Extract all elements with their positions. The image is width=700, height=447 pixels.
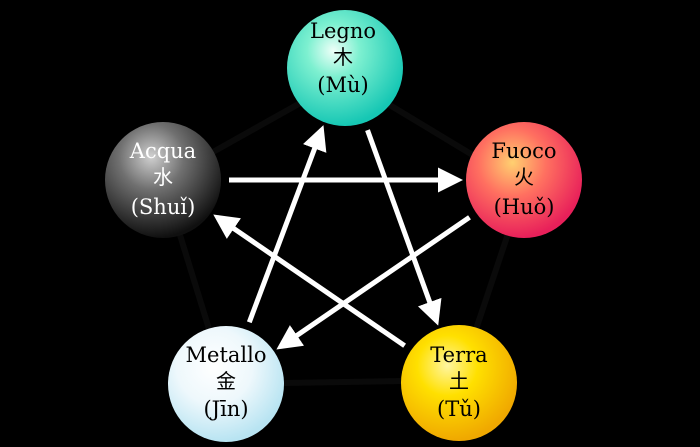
node-hanzi-terra: 土 — [449, 369, 469, 393]
node-name-metallo: Metallo — [186, 343, 267, 367]
nodes-layer: Legno 木 (Mù) Fuoco 火 (Huǒ) Terra 土 (Tǔ) … — [105, 10, 582, 442]
node-circle-acqua — [105, 122, 221, 238]
arrows-layer — [213, 125, 471, 350]
node-hanzi-metallo: 金 — [216, 369, 236, 393]
node-pinyin-metallo: (Jīn) — [203, 397, 248, 421]
arrow-legno-to-terra — [365, 129, 442, 326]
arrow-terra-to-acqua — [213, 214, 407, 348]
node-pinyin-terra: (Tǔ) — [437, 397, 481, 421]
node-circle-terra — [401, 325, 517, 441]
node-pinyin-acqua: (Shuǐ) — [131, 195, 196, 219]
node-hanzi-fuoco: 火 — [514, 165, 534, 189]
node-circle-metallo — [168, 326, 284, 442]
node-fuoco: Fuoco 火 (Huǒ) — [466, 122, 582, 238]
node-metallo: Metallo 金 (Jīn) — [168, 326, 284, 442]
node-circle-fuoco — [466, 122, 582, 238]
node-name-fuoco: Fuoco — [491, 139, 556, 163]
node-pinyin-fuoco: (Huǒ) — [494, 195, 555, 219]
node-name-acqua: Acqua — [129, 139, 196, 163]
node-terra: Terra 土 (Tǔ) — [401, 325, 517, 441]
node-legno: Legno 木 (Mù) — [287, 10, 403, 126]
node-name-terra: Terra — [430, 343, 487, 367]
arrow-fuoco-to-metallo — [276, 215, 471, 350]
node-circle-legno — [287, 10, 403, 126]
node-hanzi-acqua: 水 — [153, 165, 173, 189]
arrow-metallo-to-legno — [246, 125, 327, 324]
node-name-legno: Legno — [310, 19, 376, 43]
node-hanzi-legno: 木 — [333, 45, 353, 69]
node-acqua: Acqua 水 (Shuǐ) — [105, 122, 221, 238]
node-pinyin-legno: (Mù) — [317, 73, 368, 97]
